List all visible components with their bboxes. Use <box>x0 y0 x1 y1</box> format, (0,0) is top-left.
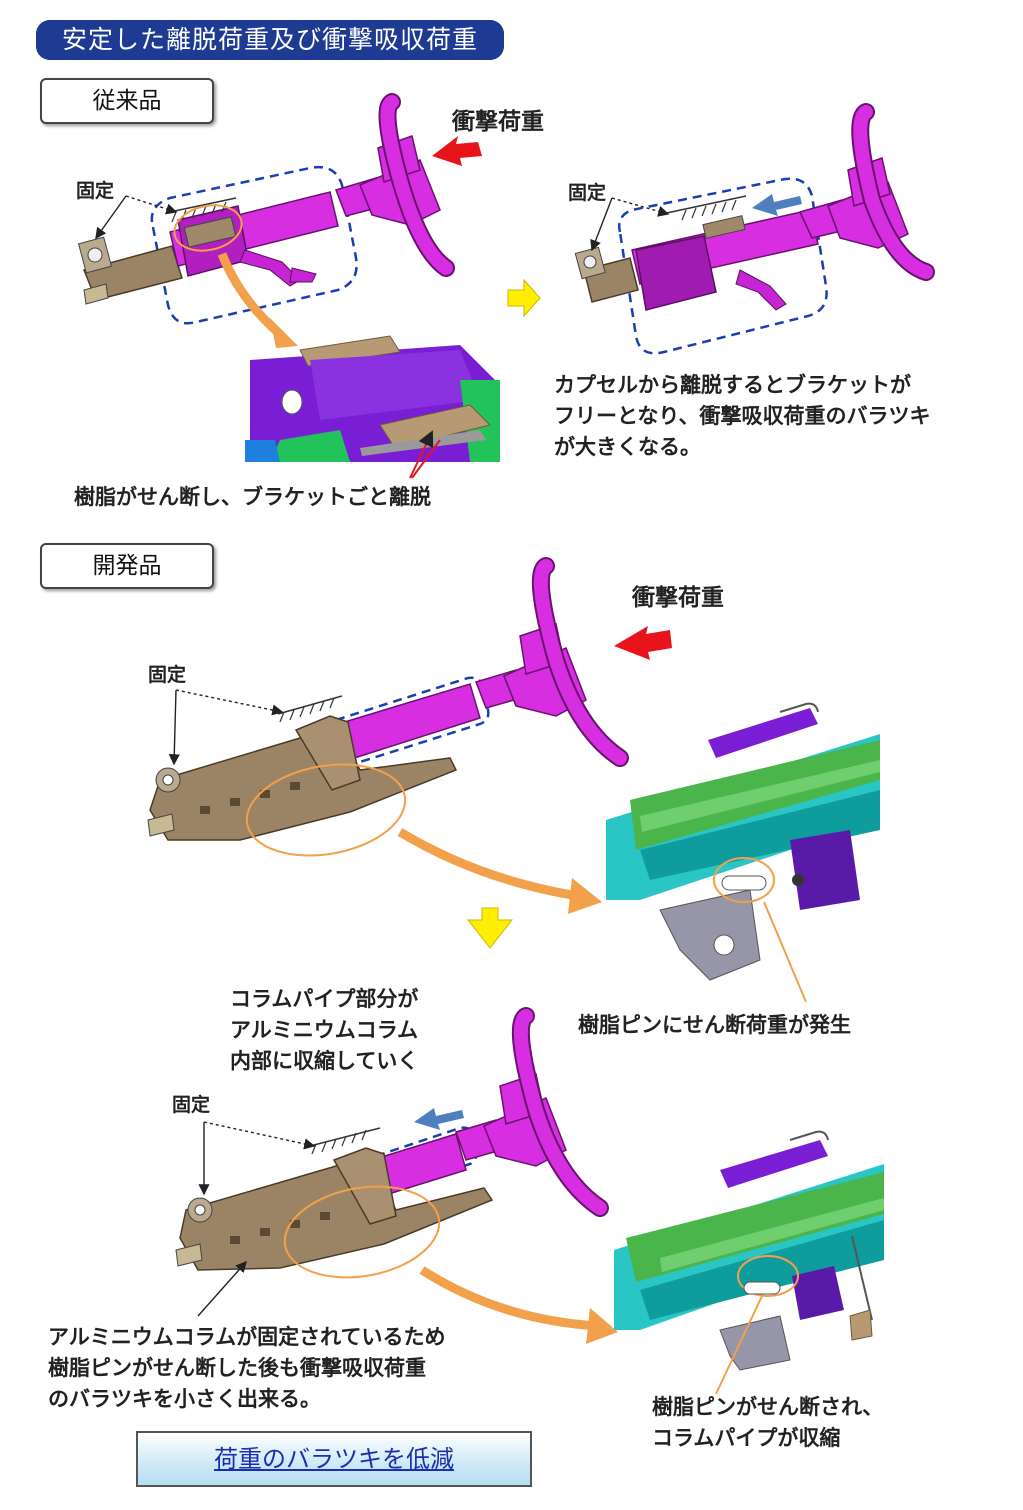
fixed-label: 固定 <box>568 182 607 204</box>
page-title: 安定した離脱荷重及び衝撃吸収荷重 <box>36 20 504 60</box>
fixed-label: 固定 <box>172 1094 211 1116</box>
result-banner: 荷重のバラツキを低減 <box>136 1431 532 1487</box>
conventional-caption: カプセルから離脱するとブラケットが フリーとなり、衝撃吸収荷重のバラツキ が大き… <box>554 373 931 459</box>
impact-load-label: 衝撃荷重 <box>632 585 724 611</box>
developed-bottom-column <box>175 1007 609 1279</box>
step-arrow-down <box>466 907 514 949</box>
impact-arrow <box>432 136 482 166</box>
aluminum-caption: アルミニウムコラムが固定されているため 樹脂ピンがせん断した後も衝撃吸収荷重 の… <box>48 1325 446 1411</box>
conventional-left-column <box>77 93 482 325</box>
dashed-box <box>150 165 358 325</box>
pin-sheared-caption: 樹脂ピンがせん断され、 コラムパイプが収縮 <box>652 1395 884 1450</box>
conventional-right-column <box>574 103 935 355</box>
developed-label: 開発品 <box>40 543 214 589</box>
developed-detail-image-1 <box>606 702 880 1003</box>
fixed-label: 固定 <box>148 664 187 686</box>
contract-caption: コラムパイプ部分が アルミニウムコラム 内部に収縮していく <box>230 987 419 1073</box>
conventional-label: 従来品 <box>40 78 214 124</box>
pin-shear-caption: 樹脂ピンにせん断荷重が発生 <box>578 1013 851 1037</box>
fixed-label: 固定 <box>76 180 115 202</box>
conventional-detail-image <box>245 335 500 479</box>
impact-load-label: 衝撃荷重 <box>452 109 544 135</box>
shear-caption: 樹脂がせん断し、ブラケットごと離脱 <box>74 485 431 509</box>
developed-detail-image-2 <box>614 1130 884 1395</box>
step-arrow-right <box>507 278 541 318</box>
developed-top-column <box>147 557 672 857</box>
